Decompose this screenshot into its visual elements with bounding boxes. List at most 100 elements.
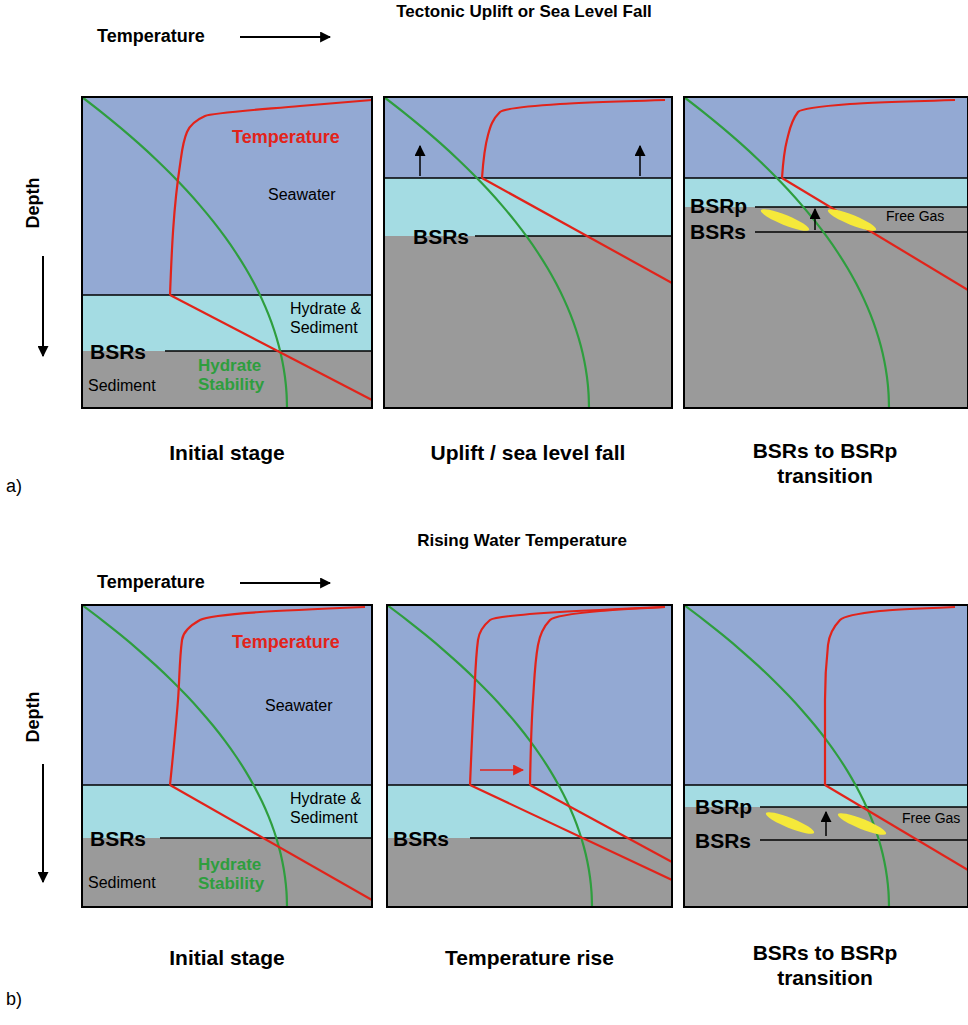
curves xyxy=(384,97,672,408)
temperature-curve xyxy=(470,785,672,880)
panel-caption: BSRs to BSRp transition xyxy=(735,940,915,990)
free-gas-lens xyxy=(836,810,888,839)
region-label: Seawater xyxy=(265,697,333,715)
panel-caption: Uplift / sea level fall xyxy=(384,440,672,465)
panel-border xyxy=(82,97,372,408)
sediment-region: BSRsSedimentHydrate Stability xyxy=(82,351,372,408)
seawater-fill xyxy=(684,97,968,178)
bsr-label: BSRs xyxy=(413,225,469,249)
sediment-region: BSRpBSRsFree Gas xyxy=(684,807,968,907)
temperature-curve xyxy=(482,100,665,178)
panel-drawing xyxy=(684,97,968,408)
row-title: Rising Water Temperature xyxy=(322,531,722,551)
bsr-label: BSRp xyxy=(695,795,752,819)
sediment-region: BSRsSedimentHydrate Stability xyxy=(82,838,372,907)
bsr-label: BSRs xyxy=(90,340,146,364)
seafloor-line xyxy=(82,784,372,786)
free-gas-lens xyxy=(759,206,811,235)
migration-arrow xyxy=(814,209,816,230)
region-label: Hydrate & Sediment xyxy=(290,789,370,827)
sediment-fill xyxy=(684,807,968,907)
temperature-curve xyxy=(825,607,955,785)
curve-label: Temperature xyxy=(232,127,340,148)
temperature-curve xyxy=(530,607,665,785)
seawater-fill xyxy=(82,605,372,785)
axis-arrow xyxy=(42,764,44,882)
region-label: Sediment xyxy=(88,377,156,395)
temperature-curve xyxy=(782,100,955,178)
axis-label: Temperature xyxy=(97,26,205,47)
panel-border xyxy=(384,97,672,408)
temperature-curve xyxy=(530,785,672,862)
panel-caption: Initial stage xyxy=(82,945,372,970)
axis-label: Depth xyxy=(23,692,44,743)
seawater-fill xyxy=(387,605,672,785)
free-gas-lens xyxy=(764,809,816,838)
panel: Uplift / sea level fallBSRs xyxy=(384,97,672,408)
temperature-curve xyxy=(170,100,372,295)
curves xyxy=(684,97,968,408)
panel: Temperature riseBSRs xyxy=(387,605,672,907)
temperature-curve xyxy=(782,178,968,290)
free-gas-label: Free Gas xyxy=(900,810,962,826)
free-gas-lens xyxy=(826,206,878,235)
temperature-curve xyxy=(482,178,672,283)
curves xyxy=(387,605,672,907)
seafloor-line xyxy=(684,177,968,179)
region-label: Seawater xyxy=(268,186,336,204)
sediment-fill xyxy=(384,236,672,408)
panel-border xyxy=(82,605,372,907)
curves xyxy=(684,605,968,907)
axis-arrow xyxy=(42,256,44,356)
bsr-line xyxy=(165,350,372,352)
bsr-label: BSRs xyxy=(393,827,449,851)
temperature-curve xyxy=(170,607,365,785)
panel: BSRs to BSRp transitionBSRpBSRsFree Gas xyxy=(684,97,968,408)
bsr-label: BSRs xyxy=(695,829,751,853)
hydrate-stability-curve xyxy=(387,605,592,907)
panel-caption: BSRs to BSRp transition xyxy=(735,438,915,488)
free-gas-label: Free Gas xyxy=(884,208,946,224)
temperature-curve xyxy=(470,607,665,785)
curve-label: Hydrate Stability xyxy=(198,357,278,394)
axis-label: Depth xyxy=(23,178,44,229)
bsr-line xyxy=(475,235,672,237)
row-title: Tectonic Uplift or Sea Level Fall xyxy=(324,2,724,22)
sediment-region: BSRpBSRsFree Gas xyxy=(684,207,968,408)
part-label: a) xyxy=(6,476,22,497)
temperature-curve xyxy=(170,295,372,400)
panel-border xyxy=(387,605,672,907)
panel: BSRs to BSRp transitionBSRpBSRsFree Gas xyxy=(684,605,968,907)
region-label: Hydrate & Sediment xyxy=(290,299,370,337)
warming-arrow xyxy=(480,769,523,771)
curves xyxy=(82,605,372,907)
uplift-arrow xyxy=(639,146,641,176)
panel-caption: Temperature rise xyxy=(387,945,672,970)
panel-border xyxy=(684,605,968,907)
seawater-fill xyxy=(82,97,372,295)
uplift-arrow xyxy=(419,146,421,176)
part-label: b) xyxy=(6,989,22,1010)
migration-arrow xyxy=(825,812,827,836)
panel-border xyxy=(684,97,968,408)
region-label: Sediment xyxy=(88,874,156,892)
bsr-line xyxy=(755,231,968,233)
bsr-line xyxy=(470,837,672,839)
panel-caption: Initial stage xyxy=(82,440,372,465)
bsr-label: BSRs xyxy=(90,827,146,851)
seawater-region: TemperatureSeawater xyxy=(82,605,372,785)
axis-arrow xyxy=(240,582,330,584)
panel-drawing xyxy=(684,605,968,907)
curve-label: Temperature xyxy=(232,632,340,653)
sediment-region: BSRs xyxy=(384,236,672,408)
seafloor-line xyxy=(384,177,672,179)
panel-drawing xyxy=(82,97,372,408)
seawater-fill xyxy=(384,97,672,178)
hydrate-stability-curve xyxy=(684,605,889,907)
seafloor-line xyxy=(82,294,372,296)
bsr-label: BSRs xyxy=(690,220,746,244)
axis-label: Temperature xyxy=(97,572,205,593)
panel: Initial stageTemperatureSeawaterHydrate … xyxy=(82,605,372,907)
